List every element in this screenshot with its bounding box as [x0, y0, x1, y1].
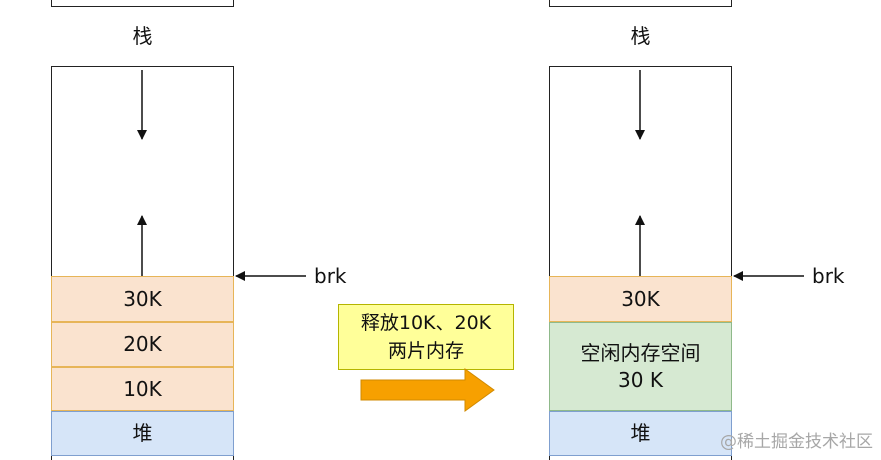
block-30k-label-before: 30K — [123, 286, 162, 311]
transition-arrow — [360, 368, 495, 412]
block-10k-before: 10K — [51, 367, 234, 411]
free-space-size: 30 K — [618, 367, 663, 392]
block-20k-label-before: 20K — [123, 332, 162, 356]
brk-label-before: brk — [314, 264, 347, 288]
heap-segment-after: 堆 — [549, 411, 732, 456]
heap-label-before: 堆 — [132, 421, 153, 445]
memory-column-after — [549, 0, 732, 460]
memory-column-before — [51, 0, 234, 460]
heap-segment-before: 堆 — [51, 411, 234, 456]
heap-label-after: 堆 — [630, 421, 651, 445]
stack-label-before: 栈 — [132, 24, 153, 48]
brk-label-after: brk — [812, 264, 845, 288]
watermark: @稀土掘金技术社区 — [720, 432, 873, 452]
transition-note: 释放10K、20K 两片内存 — [338, 304, 514, 370]
block-20k-before: 20K — [51, 322, 234, 367]
block-30k-after: 30K — [549, 276, 732, 322]
block-10k-label-before: 10K — [123, 376, 162, 401]
transition-line-2: 两片内存 — [387, 340, 464, 362]
stack-label-after: 栈 — [630, 24, 651, 48]
stack-segment-after: 栈 — [549, 6, 732, 67]
stack-segment-before: 栈 — [51, 6, 234, 67]
free-space-segment: 空闲内存空间 30 K — [549, 322, 732, 411]
block-30k-before: 30K — [51, 276, 234, 322]
free-space-label: 空闲内存空间 — [580, 340, 701, 365]
block-30k-label-after: 30K — [621, 286, 660, 311]
transition-line-1: 释放10K、20K — [360, 312, 492, 334]
